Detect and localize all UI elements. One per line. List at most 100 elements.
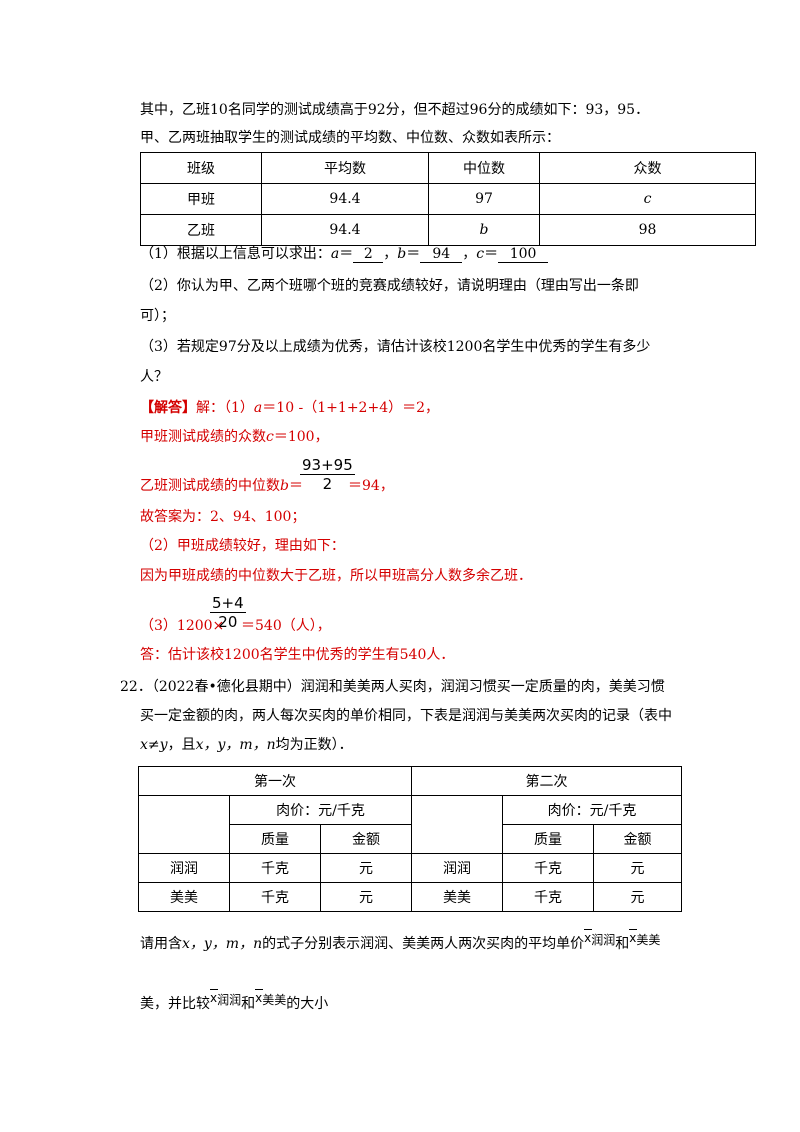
answer-line-3-result: ＝94， [348,478,394,494]
table-cell: 千克 [502,882,594,912]
table-cell: 元 [593,853,682,883]
answer-line-4: 故答案为：2、94、100； [140,509,306,525]
xbar-meimei: x美美 [255,989,287,1007]
q1-eq: ＝ [406,246,421,262]
answer-line-5: （2）甲班成绩较好，理由如下： [140,538,345,554]
table-cell: 质量 [502,824,594,854]
var-x: x [140,737,148,753]
table-cell: 千克 [229,853,321,883]
answer-s1-a: 解：（1） [196,400,254,416]
question-3-line-2: 人？ [140,369,168,385]
problem-22-line-2: 买一定金额的肉，两人每次买肉的单价相同，下表是润润与美美两次买肉的记录（表中 [140,708,672,724]
table-header: 班级 [140,152,262,184]
table-row: 肉价：元/千克 肉价：元/千克 [138,795,682,854]
table-cell: 润润 [138,853,230,883]
table-cell [411,795,503,854]
q2-and: 和 [241,996,256,1012]
excellence-fraction: 5+4 20 [210,594,246,631]
intro-line-1: 其中，乙班10名同学的测试成绩高于92分，但不超过96分的成绩如下：93，95． [140,102,650,118]
fraction-numerator: 93+95 [300,456,355,475]
table-header: 中位数 [428,152,540,184]
table-cell: 94.4 [261,214,429,246]
vars: x，y，m，n [195,737,276,753]
table-cell: 润润 [411,853,503,883]
table-cell: 千克 [502,853,594,883]
xbar-runrun: x润润 [210,989,242,1007]
table-cell: 肉价：元/千克 [229,795,412,825]
table-cell: 甲班 [140,183,262,215]
meat-purchase-table: 第一次 第二次 肉价：元/千克 肉价：元/千克 质量 金额 质量 金额 润润 千… [138,766,682,912]
problem-22-line-3: x≠y，且x，y，m，n均为正数）． [140,735,353,755]
line3-text-end: 均为正数）． [275,737,353,753]
answer-s3-a: 乙班测试成绩的中位数 [140,478,280,494]
table-row: 甲班 94.4 97 c [140,183,756,215]
table-cell: 乙班 [140,214,262,246]
table-header: 第二次 [411,766,682,796]
question-1: （1）根据以上信息可以求出：a＝2，b＝94，c＝100 [140,244,549,264]
answer-s2-b: ＝100， [273,429,329,445]
table-cell: 质量 [229,824,321,854]
table-row: 美美 千克 元 美美 千克 元 [138,882,682,912]
q1-a-var: a [330,246,340,262]
answer-s3-var: b [280,478,289,494]
var-y: y [159,737,168,753]
answer-line-7: （3）1200× [140,618,225,634]
table-cell: 97 [428,183,540,215]
answer-s3-eq: ＝ [288,478,303,494]
table-cell: 金额 [320,824,412,854]
answer-s2-var: c [266,429,274,445]
fraction-denominator: 2 [322,475,333,493]
table-row: 乙班 94.4 b 98 [140,214,756,246]
answer-s1-var: a [253,400,263,416]
answer-line-7-result: ＝540（人）， [241,618,331,634]
q1-c-var: c [476,246,485,262]
median-fraction: 93+95 2 [300,456,355,493]
xbar-meimei: x美美 [629,929,661,947]
q-and: 和 [615,936,630,952]
question-2-line-1: （2）你认为甲、乙两个班哪个班的竞赛成绩较好，请说明理由（理由写出一条即 [140,278,639,294]
q-vars: x，y，m，n [182,936,263,952]
table-cell: 肉价：元/千克 [502,795,682,825]
table-row: 润润 千克 元 润润 千克 元 [138,853,682,883]
table-cell [138,795,230,854]
q1-c-answer: 100 [498,246,549,263]
table-cell: 美美 [411,882,503,912]
table-cell: 美美 [138,882,230,912]
answer-line-8: 答：估计该校1200名学生中优秀的学生有540人． [140,647,455,663]
table-cell: 元 [320,853,412,883]
q1-prefix: （1）根据以上信息可以求出： [140,246,331,262]
intro-line-2: 甲、乙两班抽取学生的测试成绩的平均数、中位数、众数如表所示： [140,130,560,146]
q1-eq: ＝ [339,246,354,262]
neq: ≠ [147,737,160,753]
fraction-numerator: 5+4 [210,594,246,613]
answer-s1-b: ＝10 -（1+1+2+4）＝2， [262,400,440,416]
table-header: 第一次 [138,766,412,796]
table-cell: 98 [539,214,756,246]
answer-line-3: 乙班测试成绩的中位数b＝ [140,476,303,496]
q1-sep: ， [462,246,477,262]
q-text: 的式子分别表示润润、美美两人两次买肉的平均单价 [262,936,585,952]
q-text: 请用含 [140,936,182,952]
table-row: 第一次 第二次 [138,766,682,796]
table-header-row: 班级 平均数 中位数 众数 [140,152,756,184]
table-header: 众数 [539,152,756,184]
line3-text: ，且 [167,737,196,753]
problem-22-line-1: 22．（2022春•德化县期中）润润和美美两人买肉，润润习惯买一定质量的肉，美美… [120,679,665,695]
table-cell: b [428,214,540,246]
answer-line-2: 甲班测试成绩的众数c＝100， [140,427,329,447]
question-3-line-1: （3）若规定97分及以上成绩为优秀，请估计该校1200名学生中优秀的学生有多少 [140,339,651,355]
q1-a-answer: 2 [353,246,384,263]
class-stats-table: 班级 平均数 中位数 众数 甲班 94.4 97 c 乙班 94.4 b 98 [140,152,756,246]
fraction-denominator: 20 [218,613,238,631]
q1-b-var: b [397,246,407,262]
q1-eq: ＝ [484,246,499,262]
table-cell: 元 [593,882,682,912]
q2-text-end: 的大小 [286,996,329,1012]
question-2-line-2: 可）； [140,308,175,324]
answer-line-1: 【解答】解：（1）a＝10 -（1+1+2+4）＝2， [140,398,439,418]
answer-tag: 【解答】 [140,400,196,416]
table-cell: 千克 [229,882,321,912]
table-header: 平均数 [261,152,429,184]
table-cell: 94.4 [261,183,429,215]
